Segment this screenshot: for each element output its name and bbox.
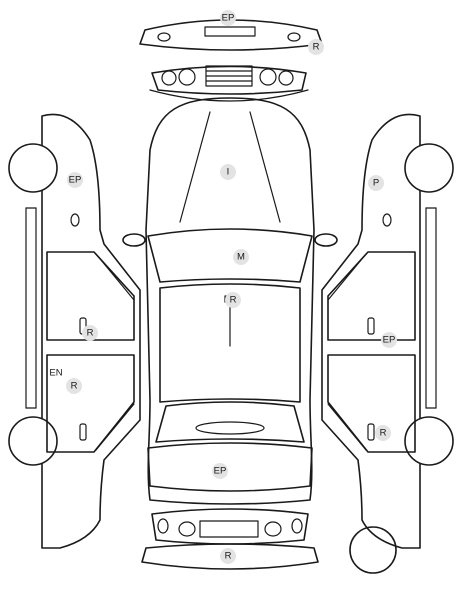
marker-windshield[interactable]: M: [233, 249, 249, 265]
front-grille[interactable]: [149, 65, 309, 102]
right-mirror: [314, 233, 338, 247]
left-rear-wheel[interactable]: [8, 416, 58, 466]
marker-left-rear-door[interactable]: R: [82, 325, 98, 341]
rear-window[interactable]: [155, 401, 305, 443]
svg-text:R: R: [380, 428, 387, 439]
left-rear-door[interactable]: [46, 354, 135, 453]
roof[interactable]: [159, 283, 301, 403]
left-mirror: [122, 233, 146, 247]
left-front-wheel[interactable]: [8, 143, 58, 193]
marker-front-bumper-right[interactable]: R: [308, 39, 324, 55]
svg-text:R: R: [71, 381, 78, 392]
svg-text:EP: EP: [222, 13, 235, 24]
rear-bumper[interactable]: [141, 543, 319, 570]
marker-rear-bumper[interactable]: R: [220, 548, 236, 564]
right-side-view: [321, 113, 454, 549]
marker-front-bumper[interactable]: EP: [220, 10, 236, 26]
svg-text:R: R: [313, 42, 320, 53]
svg-text:R: R: [225, 551, 232, 562]
svg-text:EP: EP: [69, 175, 82, 186]
rear-spoiler: [195, 421, 265, 435]
marker-right-front-door[interactable]: EP: [381, 332, 397, 348]
right-rear-wheel: [404, 416, 454, 466]
svg-text:EP: EP: [214, 466, 227, 477]
left-fuel-cap: [70, 213, 80, 227]
svg-text:EP: EP: [383, 335, 396, 346]
svg-text:P: P: [373, 178, 379, 189]
marker-trunk[interactable]: EP: [212, 463, 228, 479]
marker-left-rear-quarter-en[interactable]: EN: [49, 368, 62, 379]
marker-hood[interactable]: I: [220, 164, 236, 180]
left-front-door[interactable]: [46, 251, 135, 341]
svg-text:R: R: [87, 328, 94, 339]
svg-text:R: R: [230, 295, 237, 306]
windshield[interactable]: [147, 228, 313, 283]
marker-left-rear-quarter[interactable]: R: [66, 378, 82, 394]
left-side-view: [25, 113, 141, 549]
right-front-wheel: [404, 143, 454, 193]
marker-roof[interactable]: R: [225, 292, 241, 308]
marker-left-front-fender[interactable]: EP: [67, 172, 83, 188]
right-front-door: [327, 251, 416, 341]
marker-right-rear-door[interactable]: R: [375, 425, 391, 441]
rear-tail[interactable]: [151, 508, 309, 545]
spare-wheel[interactable]: [349, 526, 397, 574]
right-rear-door: [327, 354, 416, 453]
svg-text:M: M: [237, 252, 245, 263]
svg-text:I: I: [227, 167, 230, 178]
marker-right-front-fender[interactable]: P: [368, 175, 384, 191]
car-body-top-view: [122, 97, 338, 505]
trunk[interactable]: [147, 442, 313, 492]
